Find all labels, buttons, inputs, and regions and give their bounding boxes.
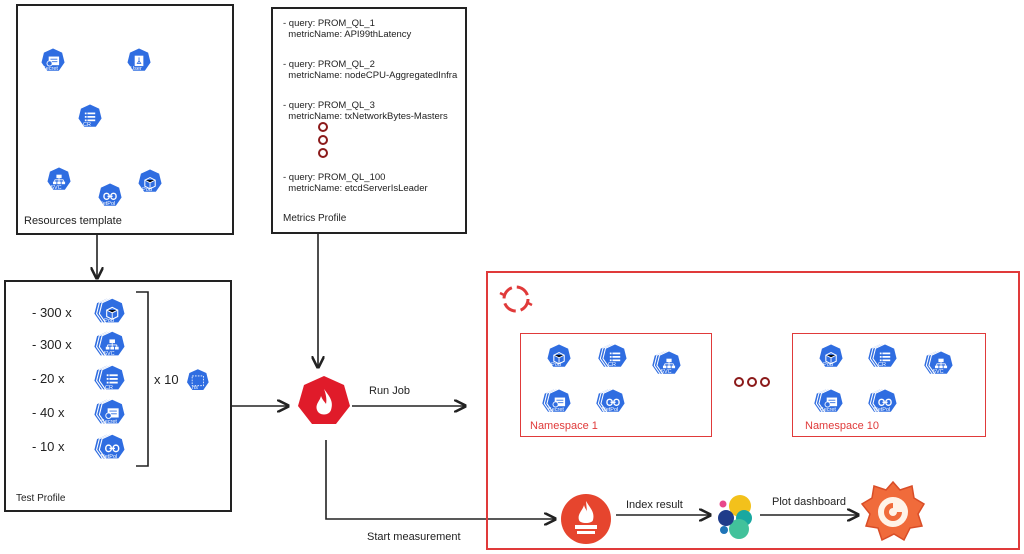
query-3: - query: PROM_QL_3 metricName: txNetwork… [283, 100, 448, 122]
ns1-cr-icon: CR [596, 340, 628, 372]
cr-icon-caption: CR [878, 362, 886, 368]
count-netpol: - 10 x [32, 439, 65, 454]
pod-icon-caption: Pod [823, 362, 833, 368]
netpol-profile-icon: NetPol [92, 430, 126, 464]
secret-icon-caption: Secret [42, 66, 58, 72]
ns10-netpol-icon: NetPol [866, 385, 898, 417]
ns10-secret-icon: Secret [812, 385, 844, 417]
cr-icon-caption: CR [608, 362, 616, 368]
svc-icon-caption: SVC [103, 351, 115, 357]
metrics-profile-box: - query: PROM_QL_1 metricName: API99thLa… [271, 7, 467, 234]
secret-icon-caption: Secret [548, 407, 564, 413]
count-pod: - 300 x [32, 305, 72, 320]
resources-template-box: Resources template [16, 4, 234, 235]
pod-icon-caption: Pod [551, 362, 561, 368]
netpol-icon-caption: NetPol [601, 407, 619, 413]
query-2: - query: PROM_QL_2 metricName: nodeCPU-A… [283, 59, 458, 81]
namespace-10-box: Namespace 10 [792, 333, 986, 437]
count-svc: - 300 x [32, 337, 72, 352]
cr-icon-caption: CR [83, 122, 91, 128]
svc-profile-icon: SVC [92, 327, 126, 361]
svc-icon-caption: SVC [50, 185, 62, 191]
user-icon-caption: User [130, 66, 142, 72]
namespace-icon: ns [180, 365, 210, 395]
start-measurement-label: Start measurement [367, 531, 461, 543]
secret-resource-icon: Secret [34, 44, 66, 76]
count-secret: - 40 x [32, 405, 65, 420]
netpol-resource-icon: NetPol [91, 179, 123, 211]
svc-resource-icon: SVC [40, 163, 72, 195]
ns-icon-caption: ns [192, 385, 198, 391]
namespace-1-box: Namespace 1 [520, 333, 712, 437]
ns1-secret-icon: Secret [540, 385, 572, 417]
ns10-svc-icon: SVC [922, 347, 954, 379]
secret-profile-icon: Secret [92, 395, 126, 429]
test-profile-label: Test Profile [16, 493, 66, 504]
ns1-svc-icon: SVC [650, 347, 682, 379]
pod-resource-icon: Pod [131, 165, 163, 197]
kube-burner-icon [298, 376, 350, 424]
namespace-10-label: Namespace 10 [805, 420, 879, 432]
pod-icon-caption: Pod [104, 318, 114, 324]
grafana-icon [860, 480, 926, 542]
secret-icon-caption: Secret [101, 419, 117, 425]
arrow-start-measurement [325, 440, 555, 519]
query-1: - query: PROM_QL_1 metricName: API99thLa… [283, 18, 412, 40]
pod-profile-icon: Pod [92, 294, 126, 328]
user-resource-icon: User [120, 44, 152, 76]
netpol-icon-caption: NetPol [98, 201, 116, 207]
ellipsis-dots [318, 122, 328, 158]
test-profile-box: - 300 x - 300 x - 20 x - 40 x - 10 x x 1… [4, 280, 232, 512]
svc-icon-caption: SVC [932, 369, 944, 375]
openshift-icon [499, 285, 533, 313]
elasticsearch-icon [718, 495, 752, 539]
run-job-label: Run Job [369, 385, 410, 397]
svc-icon-caption: SVC [660, 369, 672, 375]
ns10-pod-icon: Pod [812, 340, 844, 372]
ns1-pod-icon: Pod [540, 340, 572, 372]
cluster-box [486, 271, 1020, 550]
plot-dashboard-label: Plot dashboard [772, 496, 846, 508]
cr-icon-caption: CR [105, 385, 113, 391]
prometheus-icon [561, 494, 611, 544]
pod-icon-caption: Pod [142, 187, 152, 193]
netpol-icon-caption: NetPol [873, 407, 891, 413]
ns10-cr-icon: CR [866, 340, 898, 372]
multiplier: x 10 [154, 372, 179, 387]
metrics-profile-label: Metrics Profile [283, 213, 347, 224]
resources-template-label: Resources template [24, 215, 122, 227]
query-100: - query: PROM_QL_100 metricName: etcdSer… [283, 172, 428, 194]
secret-icon-caption: Secret [820, 407, 836, 413]
bracket [136, 291, 149, 467]
netpol-icon-caption: NetPol [100, 454, 118, 460]
namespace-ellipsis [734, 377, 770, 387]
cr-resource-icon: CR [71, 100, 103, 132]
namespace-1-label: Namespace 1 [530, 420, 598, 432]
ns1-netpol-icon: NetPol [594, 385, 626, 417]
cr-profile-icon: CR [92, 361, 126, 395]
index-result-label: Index result [626, 499, 683, 511]
count-cr: - 20 x [32, 371, 65, 386]
